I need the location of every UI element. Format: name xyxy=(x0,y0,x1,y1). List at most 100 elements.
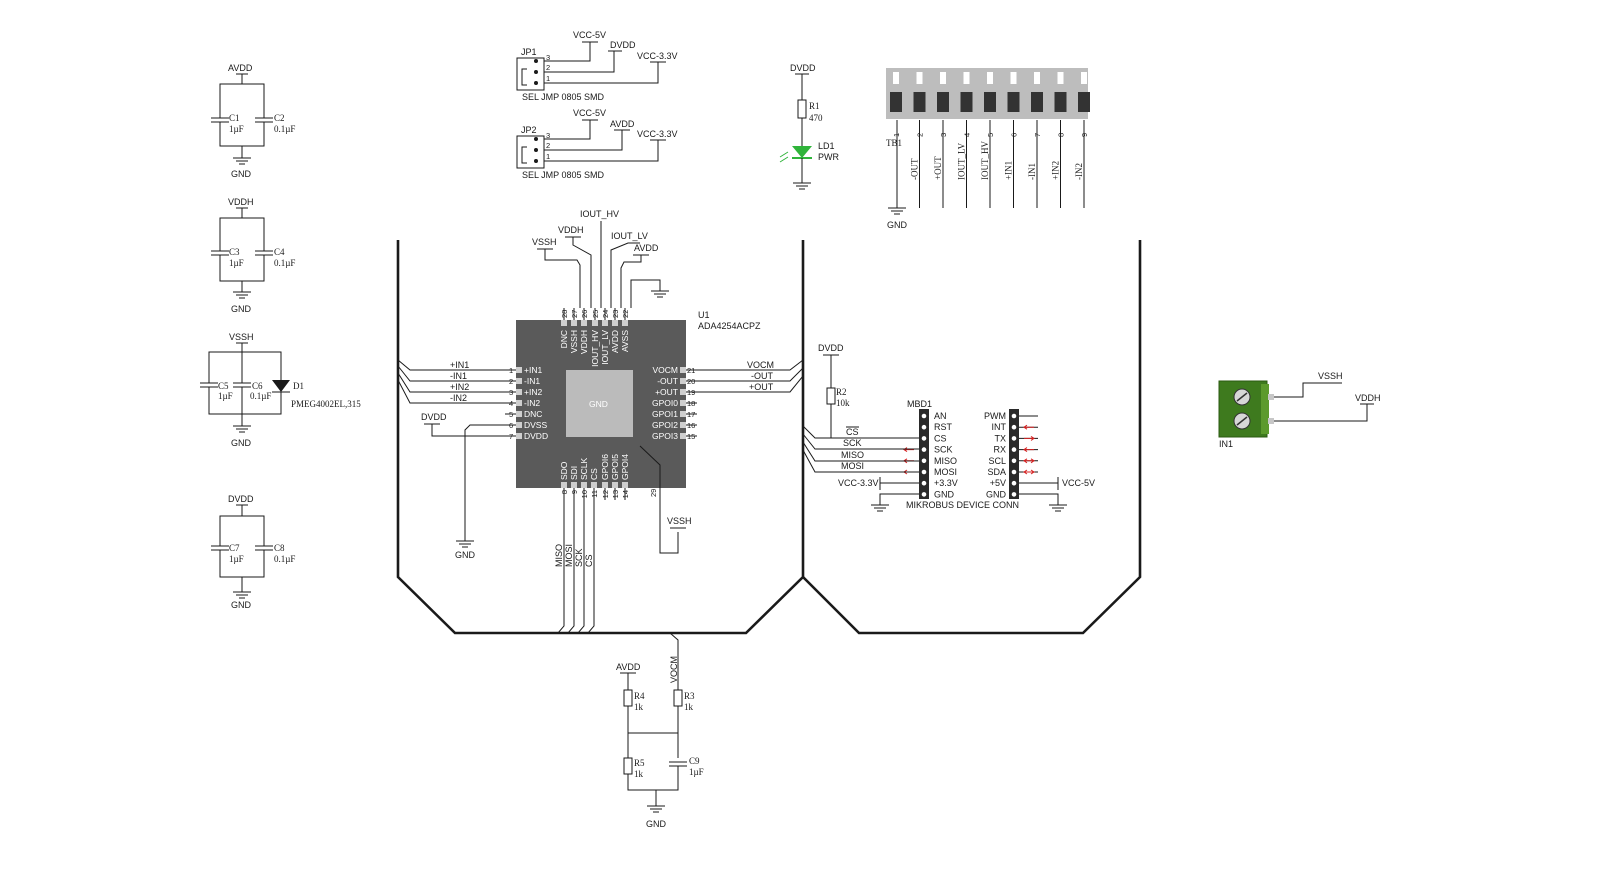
u1-pin-pad xyxy=(516,378,522,384)
u1-pin-num: 2 xyxy=(509,377,513,386)
u1-pin-name: IOUT_HV xyxy=(590,330,600,367)
mb-right-label: +5V xyxy=(990,478,1006,488)
jp1-label: SEL JMP 0805 SMD xyxy=(522,92,605,102)
tb1-slot xyxy=(987,72,993,84)
tb1-net-label: -IN2 xyxy=(1074,163,1084,180)
r2-ref: R2 xyxy=(836,387,847,397)
u1-pin-num: 20 xyxy=(687,377,695,386)
mb-pin xyxy=(921,480,927,486)
avdd-label: AVDD xyxy=(228,63,253,73)
mb-pin xyxy=(1011,469,1017,475)
u1-pin-pad xyxy=(581,320,587,326)
u1-pin-name: GPOI5 xyxy=(610,454,620,480)
u1-pin-num: 10 xyxy=(580,490,589,498)
u1-pin-pad xyxy=(680,367,686,373)
avdd-decoupling: AVDD C1 1µF C2 0.1µF GND xyxy=(211,63,295,179)
u1-pin-pad xyxy=(516,422,522,428)
net-cs-mb: CS xyxy=(846,427,859,437)
mb-pin xyxy=(1011,436,1017,441)
u1-pin-pad xyxy=(680,389,686,395)
u1-pin-pad xyxy=(561,320,567,326)
r4-val: 1k xyxy=(634,702,644,712)
u1-pin-name: +OUT xyxy=(655,387,678,397)
gnd-label: GND xyxy=(646,819,667,829)
tb1-net-label: IOUT_LV xyxy=(957,142,967,180)
u1-pin-name: GPOI0 xyxy=(652,398,678,408)
avdd-label: AVDD xyxy=(634,243,659,253)
c1-val: 1µF xyxy=(229,124,244,134)
mb-pin xyxy=(1011,480,1017,486)
net-in2p: +IN2 xyxy=(450,382,469,392)
u1-pin-pad xyxy=(612,482,618,488)
gnd-label: GND xyxy=(231,438,252,448)
net-outn: -OUT xyxy=(751,371,773,381)
net-sck-mb: SCK xyxy=(843,438,862,448)
mb-right-label: INT xyxy=(992,422,1007,432)
net-in1n: -IN1 xyxy=(450,371,467,381)
mb-right-label: SDA xyxy=(987,467,1006,477)
net-mosi: MOSI xyxy=(564,544,574,567)
jp2-ref: JP2 xyxy=(521,125,537,135)
u1-pin-pad xyxy=(602,482,608,488)
mikrobus-connector: MBD1 ANRSTCSSCKMISOMOSI+3.3VGNDPWMINTTXR… xyxy=(802,343,1095,512)
c9-ref: C9 xyxy=(689,756,700,766)
vcc33-label: VCC-3.3V xyxy=(637,129,678,139)
mb-right-label: GND xyxy=(986,489,1007,499)
jp1-pin1: 1 xyxy=(546,74,550,83)
u1-pin-num: 17 xyxy=(687,410,695,419)
jp1-pin2: 2 xyxy=(546,63,550,72)
u1-pin-name: -OUT xyxy=(657,376,678,386)
mb-pin xyxy=(921,436,927,441)
jumper-jp2: JP2 3 2 1 VCC-5V AVDD VCC-3.3V SEL JMP 0… xyxy=(516,108,678,180)
u1-pin-num: 8 xyxy=(560,490,569,494)
u1-pin-pad xyxy=(680,378,686,384)
jp1-pin3: 3 xyxy=(546,53,550,62)
mb-pin xyxy=(1011,447,1017,452)
led-icon xyxy=(792,146,812,158)
mb-pin xyxy=(1011,413,1017,419)
u1-pad-label: GND xyxy=(589,399,608,409)
vssh-label: VSSH xyxy=(1318,371,1343,381)
tb1-contact xyxy=(890,92,902,112)
r4-ref: R4 xyxy=(634,691,645,701)
u1-output-nets: VOCM -OUT +OUT xyxy=(697,359,804,393)
power-led-circuit: DVDD R1 470 LD1 PWR xyxy=(779,63,839,190)
u1-top-nets: IOUT_HV VDDH VSSH IOUT_LV AVDD xyxy=(532,209,669,308)
u1-pin-num: 23 xyxy=(611,310,620,318)
signal-arrow-icon xyxy=(1023,469,1035,475)
jp2-label: SEL JMP 0805 SMD xyxy=(522,170,605,180)
mb-left-label: GND xyxy=(934,489,955,499)
bus-outline xyxy=(396,240,1142,635)
vcc33-label: VCC-3.3V xyxy=(838,478,879,488)
mb-pin xyxy=(921,492,927,497)
c8-ref: C8 xyxy=(274,543,285,553)
u1-pin-pad xyxy=(680,433,686,439)
c5-ref: C5 xyxy=(218,381,229,391)
c3-val: 1µF xyxy=(229,258,244,268)
u1-pin-num: 28 xyxy=(560,310,569,318)
ld1-ref: LD1 xyxy=(818,141,835,151)
u1-pin-name: +IN1 xyxy=(524,365,542,375)
jp2-pin2: 2 xyxy=(546,141,550,150)
jp1-ref: JP1 xyxy=(521,47,537,57)
tb1-slot xyxy=(1010,72,1017,84)
u1-pin-name: DNC xyxy=(524,409,542,419)
mb-pin xyxy=(921,469,927,475)
u1-pin-name: VDDH xyxy=(579,330,589,354)
mb-left-label: CS xyxy=(934,433,947,443)
c3-ref: C3 xyxy=(229,247,240,257)
u1-pin-num: 26 xyxy=(580,310,589,318)
mb-left-label: RST xyxy=(934,422,953,432)
u1-pin-num: 19 xyxy=(687,388,695,397)
c1-ref: C1 xyxy=(229,113,240,123)
r2-val: 10k xyxy=(836,398,850,408)
net-iout-hv: IOUT_HV xyxy=(580,209,619,219)
vddh-label: VDDH xyxy=(558,225,584,235)
u1-ref: U1 xyxy=(698,310,710,320)
u1-pin-name: DVDD xyxy=(524,431,548,441)
signal-arrow-icon xyxy=(1023,424,1034,430)
u1-pin-name: -IN2 xyxy=(524,398,540,408)
u1-pin-num: 24 xyxy=(601,310,610,318)
tb1-slot xyxy=(1081,72,1087,84)
r3-ref: R3 xyxy=(684,691,695,701)
